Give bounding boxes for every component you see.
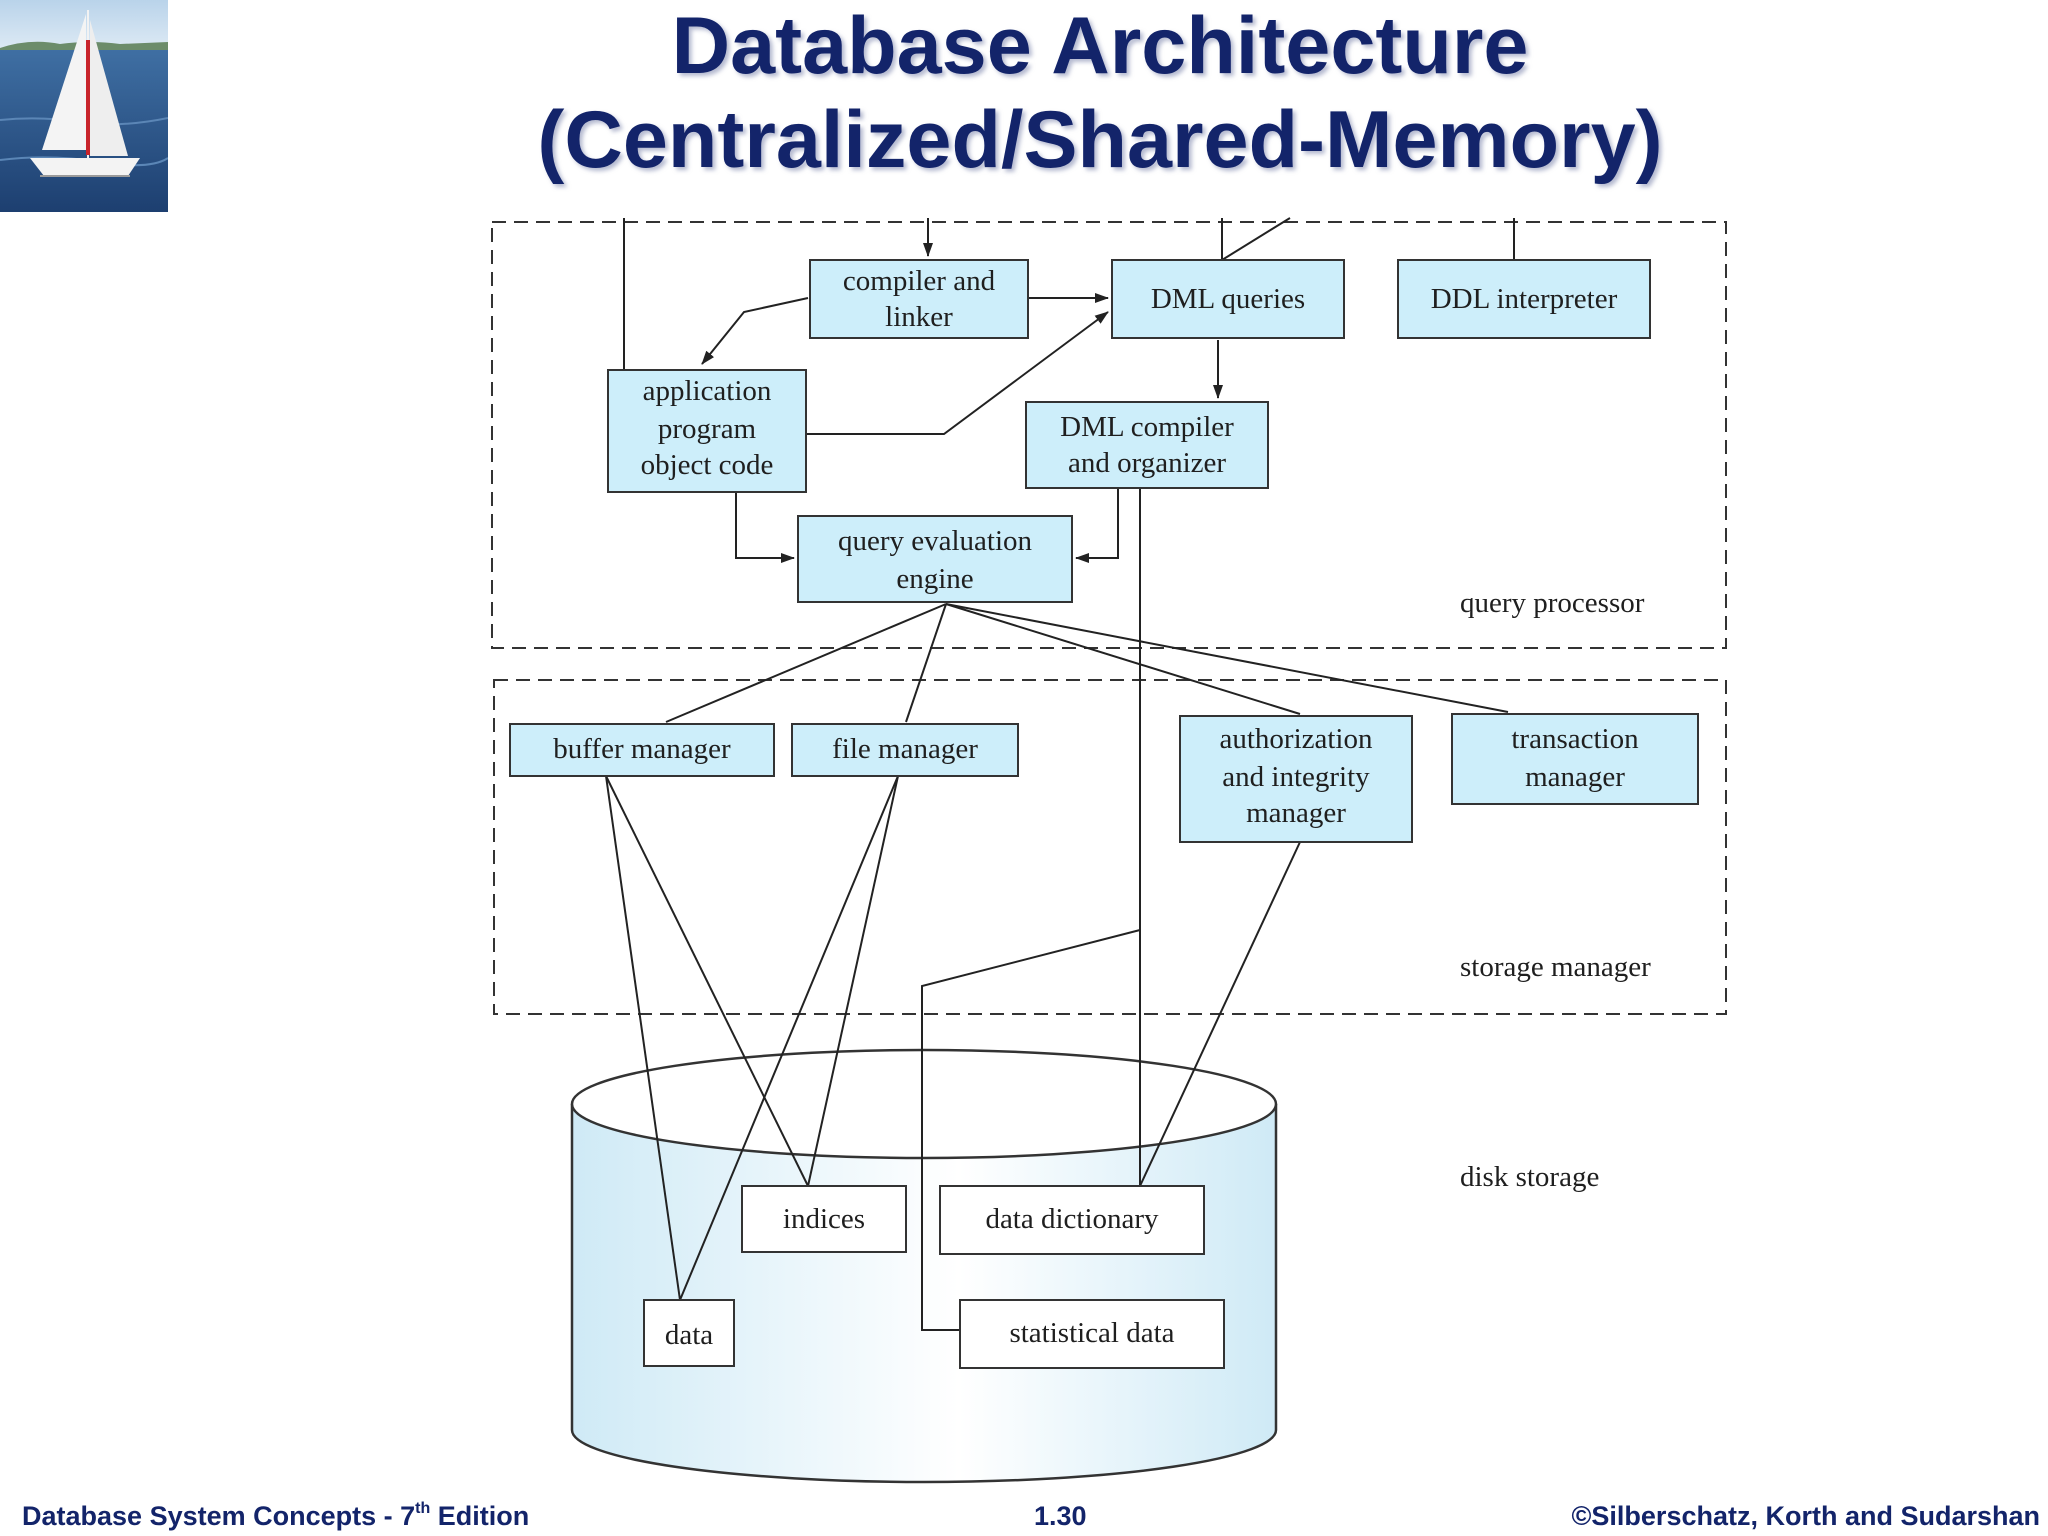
authorization-line-2: and integrity xyxy=(1222,761,1370,793)
query-evaluation-engine-box: query evaluation engine xyxy=(797,515,1073,603)
data-label: data xyxy=(665,1319,713,1351)
compiler-linker-box: compiler and linker xyxy=(809,259,1029,339)
storage-manager-region xyxy=(493,679,1727,1015)
app-object-code-line-3: object code xyxy=(641,449,774,481)
slide-title-line-2: (Centralized/Shared-Memory) xyxy=(537,95,1663,185)
buffer-manager-box: buffer manager xyxy=(509,723,775,777)
footer-page-number: 1.30 xyxy=(1034,1501,1087,1531)
transaction-manager-line-2: manager xyxy=(1525,761,1625,793)
footer-book-title: Database System Concepts - 7th Edition xyxy=(22,1500,530,1531)
authorization-line-3: manager xyxy=(1246,797,1346,829)
disk-storage-label: disk storage xyxy=(1460,1161,1599,1193)
indices-box: indices xyxy=(741,1185,907,1253)
ddl-interpreter-box: DDL interpreter xyxy=(1397,259,1651,339)
dml-compiler-line-2: and organizer xyxy=(1068,447,1226,479)
query-evaluation-line-2: engine xyxy=(896,563,973,595)
ddl-interpreter-label: DDL interpreter xyxy=(1431,283,1618,315)
transaction-manager-box: transaction manager xyxy=(1451,713,1699,805)
sailboat-logo xyxy=(0,0,168,212)
data-dictionary-label: data dictionary xyxy=(985,1203,1159,1235)
file-manager-label: file manager xyxy=(832,733,978,765)
storage-manager-label: storage manager xyxy=(1460,951,1651,983)
query-evaluation-line-1: query evaluation xyxy=(838,525,1033,557)
file-manager-box: file manager xyxy=(791,723,1019,777)
app-object-code-line-2: program xyxy=(658,413,757,445)
query-processor-label: query processor xyxy=(1460,587,1645,619)
data-box: data xyxy=(643,1299,735,1367)
slide-title-line-1: Database Architecture xyxy=(671,1,1529,91)
dml-compiler-line-1: DML compiler xyxy=(1060,411,1234,443)
footer-book-title-suffix: Edition xyxy=(430,1501,530,1531)
app-object-code-line-1: application xyxy=(643,375,772,407)
dml-compiler-box: DML compiler and organizer xyxy=(1025,401,1269,489)
authorization-manager-box: authorization and integrity manager xyxy=(1179,715,1413,843)
footer-book-title-prefix: Database System Concepts - 7 xyxy=(22,1501,416,1531)
app-object-code-box: application program object code xyxy=(607,369,807,493)
compiler-linker-line-2: linker xyxy=(885,301,953,333)
authorization-line-1: authorization xyxy=(1219,723,1373,755)
query-processor-region xyxy=(491,221,1727,649)
diagram-connectors xyxy=(605,217,1515,1331)
dml-queries-box: DML queries xyxy=(1111,259,1345,339)
transaction-manager-line-1: transaction xyxy=(1511,723,1639,755)
footer-copyright: ©Silberschatz, Korth and Sudarshan xyxy=(1571,1501,2040,1531)
dml-queries-label: DML queries xyxy=(1151,283,1305,315)
indices-label: indices xyxy=(783,1203,865,1235)
footer-edition-superscript: th xyxy=(415,1500,431,1517)
disk-storage-cylinder xyxy=(570,1048,1278,1484)
statistical-data-label: statistical data xyxy=(1009,1317,1174,1349)
statistical-data-box: statistical data xyxy=(959,1299,1225,1369)
data-dictionary-box: data dictionary xyxy=(939,1185,1205,1255)
buffer-manager-label: buffer manager xyxy=(553,733,731,765)
compiler-linker-line-1: compiler and xyxy=(843,265,996,297)
